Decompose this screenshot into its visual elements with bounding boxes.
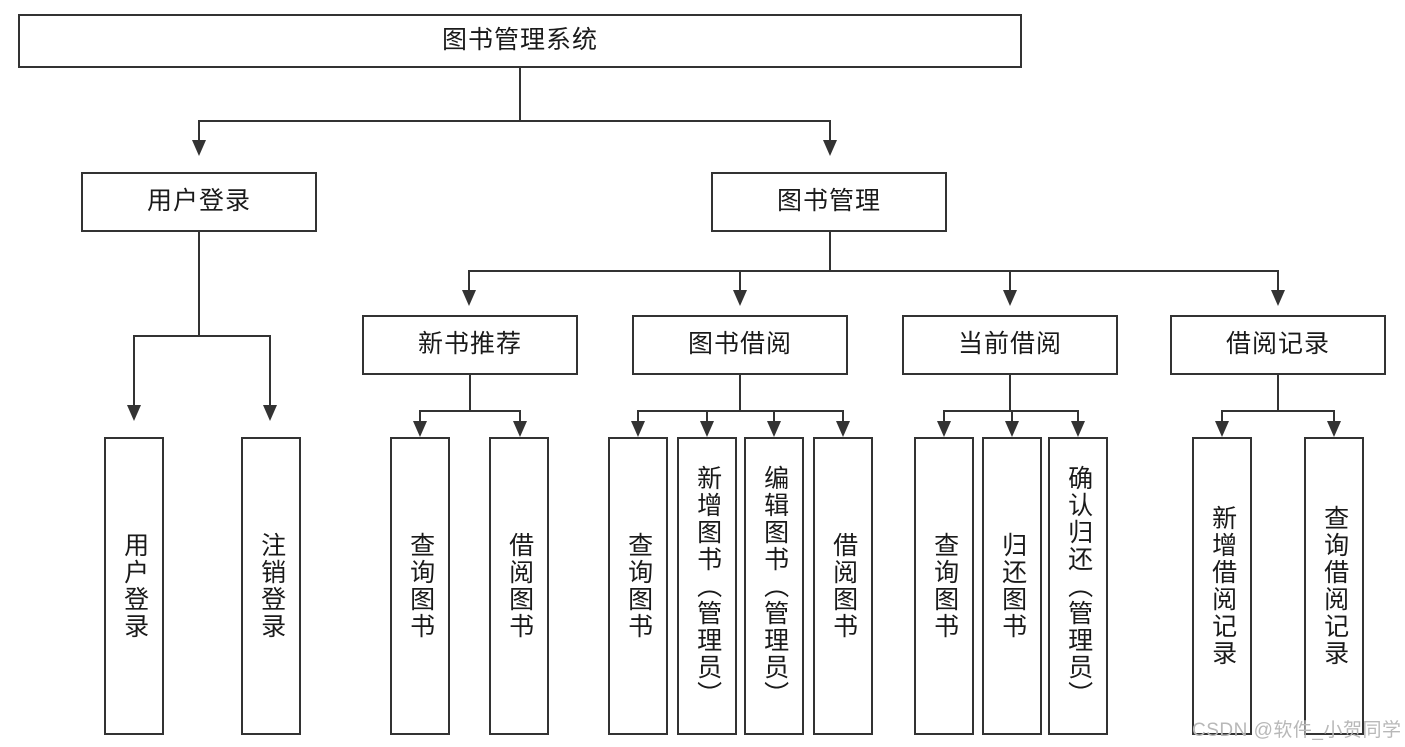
node-label: 查询图书 [624, 532, 653, 640]
node-leaf-return-book[interactable]: 归还图书 [982, 437, 1042, 735]
connector-book-management-bar [468, 270, 1279, 272]
node-leaf-query-record[interactable]: 查询借阅记录 [1304, 437, 1364, 735]
node-label: 查询借阅记录 [1320, 505, 1349, 667]
connector-br-to-leaf-1 [1221, 410, 1223, 428]
connector-root-to-book-management [829, 120, 831, 147]
connector-bm-to-book-borrow [739, 270, 741, 296]
connector-br-to-leaf-2 [1333, 410, 1335, 428]
connector-user-login-to-leaf-2 [269, 335, 271, 410]
connector-bb-to-leaf-1 [637, 410, 639, 428]
node-leaf-edit-book[interactable]: 编辑图书（管理员） [744, 437, 804, 735]
arrow-cb-to-leaf-2 [1005, 421, 1019, 437]
node-leaf-borrow-book-1[interactable]: 借阅图书 [489, 437, 549, 735]
node-label: 确认归还（管理员） [1064, 464, 1093, 708]
connector-borrow-record-bar [1221, 410, 1335, 412]
connector-bm-to-current-borrow [1009, 270, 1011, 296]
node-label: 注销登录 [257, 532, 286, 640]
node-label: 编辑图书（管理员） [760, 464, 789, 708]
node-label: 借阅图书 [829, 532, 858, 640]
node-label: 查询图书 [406, 532, 435, 640]
node-label: 归还图书 [998, 532, 1027, 640]
connector-new-book-to-leaf-2 [519, 410, 521, 428]
arrow-br-to-leaf-1 [1215, 421, 1229, 437]
arrow-bm-to-book-borrow [733, 290, 747, 306]
connector-book-borrow-stem [739, 375, 741, 411]
connector-book-borrow-bar [637, 410, 843, 412]
connector-cb-to-leaf-1 [943, 410, 945, 428]
arrow-bb-to-leaf-3 [767, 421, 781, 437]
arrow-new-book-to-leaf-2 [513, 421, 527, 437]
arrow-user-login-to-leaf-1 [127, 405, 141, 421]
arrow-bm-to-borrow-record [1271, 290, 1285, 306]
arrow-root-to-book-management [823, 140, 837, 156]
node-label: 新书推荐 [417, 330, 522, 359]
connector-user-login-bar [133, 335, 269, 337]
arrow-bm-to-current-borrow [1003, 290, 1017, 306]
connector-new-book-to-leaf-1 [419, 410, 421, 428]
node-label: 图书管理 [776, 187, 881, 216]
connector-root-bar [198, 120, 831, 122]
arrow-bb-to-leaf-1 [631, 421, 645, 437]
node-current-borrow[interactable]: 当前借阅 [902, 315, 1118, 375]
arrow-br-to-leaf-2 [1327, 421, 1341, 437]
connector-cb-to-leaf-3 [1077, 410, 1079, 428]
node-leaf-add-book[interactable]: 新增图书（管理员） [677, 437, 737, 735]
node-label: 查询图书 [930, 532, 959, 640]
node-leaf-query-book-3[interactable]: 查询图书 [914, 437, 974, 735]
connector-new-book-bar [419, 410, 521, 412]
node-leaf-logout-login[interactable]: 注销登录 [241, 437, 301, 735]
arrow-user-login-to-leaf-2 [263, 405, 277, 421]
arrow-bm-to-new-book [462, 290, 476, 306]
node-new-book-recommend[interactable]: 新书推荐 [362, 315, 578, 375]
arrow-cb-to-leaf-3 [1071, 421, 1085, 437]
node-borrow-record[interactable]: 借阅记录 [1170, 315, 1386, 375]
node-leaf-borrow-book-2[interactable]: 借阅图书 [813, 437, 873, 735]
connector-bm-to-new-book [468, 270, 470, 296]
connector-bb-to-leaf-4 [842, 410, 844, 428]
connector-book-management-stem [829, 232, 831, 271]
connector-user-login-stem [198, 232, 200, 336]
node-label: 当前借阅 [957, 330, 1062, 359]
node-system-title[interactable]: 图书管理系统 [18, 14, 1022, 68]
node-leaf-query-book-1[interactable]: 查询图书 [390, 437, 450, 735]
node-book-management[interactable]: 图书管理 [711, 172, 947, 232]
connector-bb-to-leaf-3 [773, 410, 775, 428]
connector-bb-to-leaf-2 [706, 410, 708, 428]
node-label: 新增图书（管理员） [693, 464, 722, 708]
connector-root-to-user-login [198, 120, 200, 147]
node-label: 用户登录 [146, 187, 251, 216]
connector-cb-to-leaf-2 [1011, 410, 1013, 428]
node-leaf-add-record[interactable]: 新增借阅记录 [1192, 437, 1252, 735]
node-label: 新增借阅记录 [1208, 505, 1237, 667]
node-label: 图书借阅 [687, 330, 792, 359]
node-label: 借阅图书 [505, 532, 534, 640]
node-leaf-confirm-return[interactable]: 确认归还（管理员） [1048, 437, 1108, 735]
connector-bm-to-borrow-record [1277, 270, 1279, 296]
csdn-watermark: CSDN @软件_小贺同学 [1192, 720, 1402, 741]
connector-current-borrow-stem [1009, 375, 1011, 411]
node-leaf-query-book-2[interactable]: 查询图书 [608, 437, 668, 735]
node-label: 用户登录 [120, 532, 149, 640]
arrow-root-to-user-login [192, 140, 206, 156]
arrow-bb-to-leaf-4 [836, 421, 850, 437]
connector-current-borrow-bar [943, 410, 1078, 412]
node-label: 借阅记录 [1225, 330, 1330, 359]
node-leaf-user-login[interactable]: 用户登录 [104, 437, 164, 735]
connector-user-login-to-leaf-1 [133, 335, 135, 410]
arrow-cb-to-leaf-1 [937, 421, 951, 437]
node-book-borrow[interactable]: 图书借阅 [632, 315, 848, 375]
connector-new-book-stem [469, 375, 471, 411]
arrow-bb-to-leaf-2 [700, 421, 714, 437]
connector-borrow-record-stem [1277, 375, 1279, 411]
arrow-new-book-to-leaf-1 [413, 421, 427, 437]
node-label: 图书管理系统 [441, 26, 598, 55]
node-user-login[interactable]: 用户登录 [81, 172, 317, 232]
connector-root-stem [519, 68, 521, 121]
